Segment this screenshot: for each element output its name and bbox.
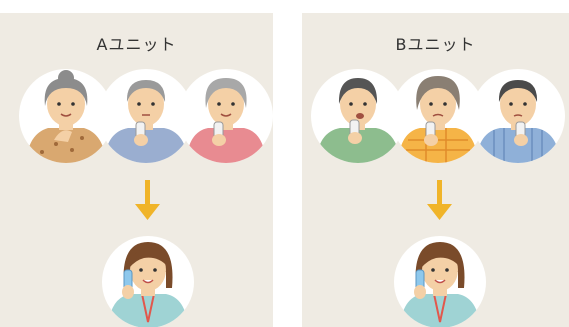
resident-avatar-icon: [19, 69, 113, 163]
resident-avatar-icon: [471, 69, 565, 163]
arrow-down-icon: [135, 180, 160, 220]
resident-avatar-icon: [179, 69, 273, 163]
unit-a-illustration: [19, 69, 273, 327]
resident-avatar-icon: [391, 69, 485, 163]
staff-avatar-icon: [394, 236, 486, 327]
unit-a-panel: Aユニット: [0, 13, 273, 327]
resident-avatar-icon: [311, 69, 405, 163]
unit-a-title: Aユニット: [96, 35, 177, 54]
resident-avatar-icon: [99, 69, 193, 163]
unit-b-title: Bユニット: [395, 35, 476, 54]
staff-avatar-icon: [102, 236, 194, 327]
unit-b-panel: Bユニット: [302, 13, 569, 327]
unit-b-illustration: [311, 69, 565, 327]
arrow-down-icon: [427, 180, 452, 220]
